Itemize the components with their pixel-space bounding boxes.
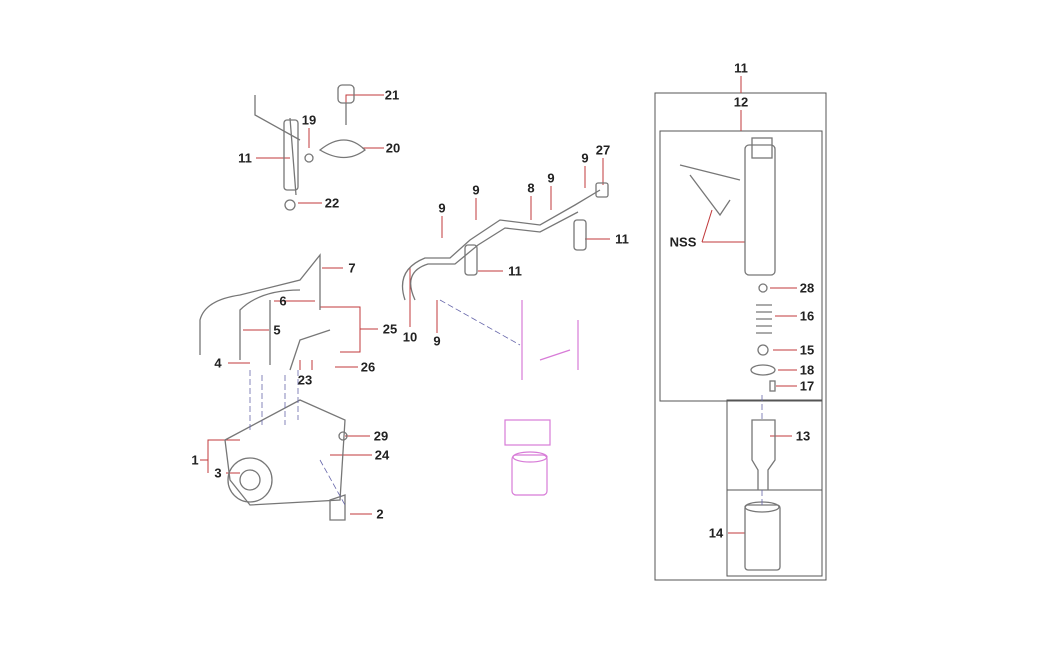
callout-nss[interactable]: NSS [669, 234, 697, 250]
callout-15[interactable]: 15 [799, 342, 815, 358]
callout-3[interactable]: 3 [214, 465, 222, 481]
leader-lines [200, 76, 797, 534]
callout-9[interactable]: 9 [581, 150, 589, 166]
callout-26[interactable]: 26 [360, 359, 376, 375]
callout-16[interactable]: 16 [799, 308, 815, 324]
callout-9[interactable]: 9 [438, 200, 446, 216]
callout-11[interactable]: 11 [734, 60, 748, 76]
callout-24[interactable]: 24 [374, 447, 390, 463]
callout-13[interactable]: 13 [795, 428, 811, 444]
callout-10[interactable]: 10 [402, 329, 418, 345]
callout-29[interactable]: 29 [373, 428, 389, 444]
callout-25[interactable]: 25 [382, 321, 398, 337]
callout-12[interactable]: 12 [733, 94, 749, 110]
callout-9[interactable]: 9 [547, 170, 555, 186]
callout-11[interactable]: 11 [238, 150, 252, 166]
callout-28[interactable]: 28 [799, 280, 815, 296]
callout-17[interactable]: 17 [799, 378, 815, 394]
callout-23[interactable]: 23 [297, 372, 313, 388]
assembly-lines [249, 299, 763, 506]
callout-6[interactable]: 6 [279, 293, 287, 309]
pink-reference-parts [504, 300, 579, 496]
parts [199, 84, 781, 571]
callout-1[interactable]: 1 [191, 452, 199, 468]
callout-19[interactable]: 19 [301, 112, 317, 128]
callout-5[interactable]: 5 [273, 322, 281, 338]
callout-4[interactable]: 4 [214, 355, 222, 371]
callout-21[interactable]: 21 [384, 87, 400, 103]
callout-8[interactable]: 8 [527, 180, 535, 196]
callout-9[interactable]: 9 [472, 182, 480, 198]
callout-11[interactable]: 11 [508, 263, 522, 279]
callout-14[interactable]: 14 [708, 525, 724, 541]
callout-18[interactable]: 18 [799, 362, 815, 378]
callout-2[interactable]: 2 [376, 506, 384, 522]
callout-11[interactable]: 11 [615, 231, 629, 247]
panel-boxes [654, 92, 827, 581]
callout-22[interactable]: 22 [324, 195, 340, 211]
callout-20[interactable]: 20 [385, 140, 401, 156]
callout-9[interactable]: 9 [433, 333, 441, 349]
callout-27[interactable]: 27 [595, 142, 611, 158]
callout-7[interactable]: 7 [348, 260, 356, 276]
